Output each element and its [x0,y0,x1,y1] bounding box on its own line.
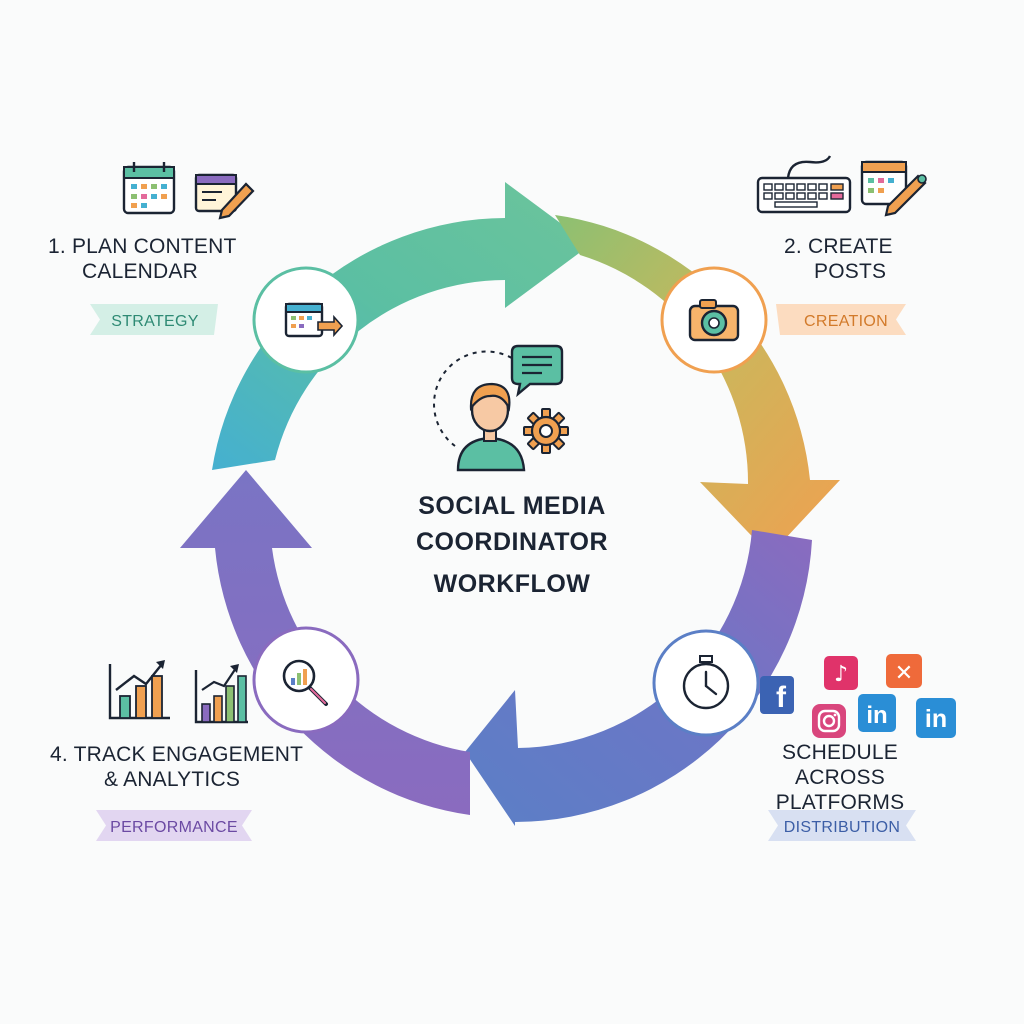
note-pencil-icon [194,173,255,220]
step-3-label-line2: ACROSS PLATFORMS [775,766,905,814]
linkedin-icon: in [916,698,956,738]
tiktok-icon: ♪ [824,656,858,690]
node-performance [252,626,360,734]
svg-text:f: f [776,681,787,714]
tag-strategy: STRATEGY [90,304,218,335]
step-1-label: 1. PLAN CONTENT CALENDAR [48,234,237,284]
stopwatch-icon [682,655,730,710]
person-icon [456,382,526,472]
svg-text:♪: ♪ [834,662,848,687]
tag-strategy-label: STRATEGY [111,313,198,330]
step-4-label: 4. TRACK ENGAGEMENT & ANALYTICS [50,742,303,792]
tag-creation-label: CREATION [804,313,888,330]
instagram-icon [812,704,846,738]
title-line-2: COORDINATOR [415,528,609,556]
title-line-1: SOCIAL MEDIA [418,492,606,520]
svg-text:✕: ✕ [895,661,913,686]
node-distribution [652,629,760,737]
coordinator-illustration [433,344,569,472]
x-icon: ✕ [886,654,922,688]
step-3-label: SCHEDULE ACROSS PLATFORMS [728,740,952,815]
tag-distribution: DISTRIBUTION [768,810,916,841]
node-creation [660,266,768,374]
step-2-label: 2. CREATE POSTS [784,234,893,284]
calendar-icon [122,162,176,215]
arc-creation [555,215,840,555]
title-line-3: WORKFLOW [433,570,591,598]
calendar-arrow-icon [284,302,344,338]
svg-text:in: in [866,702,887,729]
gear-icon [523,408,569,454]
step-4-label-line1: 4. TRACK ENGAGEMENT [50,743,304,766]
step-3-label-line1: SCHEDULE [782,741,898,764]
step-1-label-line1: 1. PLAN CONTENT [48,235,237,258]
tag-performance-label: PERFORMANCE [110,819,238,836]
arc-strategy [212,182,590,470]
chat-bubble-icon [510,344,564,398]
tag-creation: CREATION [776,304,906,335]
keyboard-icon [756,155,852,214]
step-1-label-line2: CALENDAR [82,260,198,283]
bar-chart-up-icon [108,660,170,720]
step-2-label-line1: 2. CREATE [784,235,893,258]
linkedin-icon: in [858,694,896,732]
tag-performance: PERFORMANCE [96,810,252,841]
step-4-label-line2: & ANALYTICS [104,768,241,791]
facebook-icon: f [760,676,794,714]
svg-text:in: in [925,705,947,733]
camera-icon [688,299,740,342]
arc-performance [180,470,470,815]
magnifier-chart-icon [282,659,328,706]
diagram-title: SOCIAL MEDIA COORDINATOR WORKFLOW [372,488,652,602]
calendar-pencil-icon [860,160,927,217]
step-2-label-line2: POSTS [814,260,887,283]
tag-distribution-label: DISTRIBUTION [784,819,901,836]
node-strategy [252,266,360,374]
bar-chart-growth-icon [194,664,248,724]
arc-distribution [465,530,812,826]
